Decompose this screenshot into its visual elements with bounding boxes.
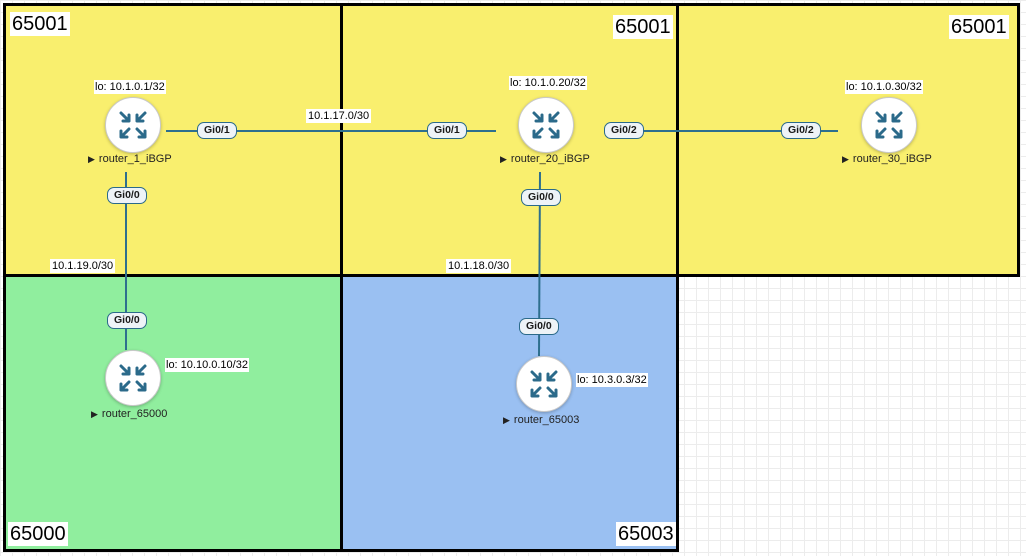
iface-r65000-gi0-0[interactable]: Gi0/0 [107,312,147,329]
router-1-node[interactable] [105,97,161,153]
triangle-right-icon: ▶ [503,415,510,425]
as-label-65001-right: 65001 [949,15,1009,39]
as-label-65000: 65000 [8,522,68,546]
iface-r30-gi0-2[interactable]: Gi0/2 [781,122,821,139]
router-65000-name-text: router_65000 [101,408,168,420]
router-arrows-icon [119,364,147,392]
iface-r20-gi0-0[interactable]: Gi0/0 [521,189,561,206]
router-65000-loopback: lo: 10.10.0.10/32 [165,358,249,372]
as-label-65001-left: 65001 [10,12,70,36]
triangle-right-icon: ▶ [91,409,98,419]
triangle-right-icon: ▶ [88,154,95,164]
router-arrows-icon [530,370,558,398]
router-arrows-icon [532,111,560,139]
subnet-r1-r20: 10.1.17.0/30 [306,109,372,123]
iface-r65003-gi0-0[interactable]: Gi0/0 [519,318,559,335]
as-zone-65001-right [676,3,1020,277]
router-65000-node[interactable] [105,350,161,406]
triangle-right-icon: ▶ [842,154,849,164]
router-65003-name-text: router_65003 [513,414,580,426]
router-65003-name[interactable]: ▶router_65003 [503,414,579,426]
router-20-loopback: lo: 10.1.0.20/32 [509,76,587,90]
subnet-r1-r65000: 10.1.19.0/30 [50,259,116,273]
router-30-node[interactable] [861,97,917,153]
router-20-node[interactable] [518,97,574,153]
as-zone-65001-left [3,3,343,277]
iface-r20-gi0-1[interactable]: Gi0/1 [427,122,467,139]
triangle-right-icon: ▶ [500,154,507,164]
iface-r1-gi0-1[interactable]: Gi0/1 [197,122,237,139]
as-label-65003: 65003 [616,522,676,546]
router-1-name[interactable]: ▶router_1_iBGP [88,153,172,165]
router-65000-name[interactable]: ▶router_65000 [91,408,167,420]
router-20-name-text: router_20_iBGP [510,153,590,165]
router-20-name[interactable]: ▶router_20_iBGP [500,153,590,165]
router-30-name-text: router_30_iBGP [852,153,932,165]
router-1-loopback: lo: 10.1.0.1/32 [94,80,166,94]
router-30-loopback: lo: 10.1.0.30/32 [845,80,923,94]
iface-r1-gi0-0[interactable]: Gi0/0 [107,187,147,204]
iface-r20-gi0-2[interactable]: Gi0/2 [604,122,644,139]
as-zone-65001-middle [340,3,679,277]
subnet-r20-r65003: 10.1.18.0/30 [446,259,512,273]
as-label-65001-middle: 65001 [613,15,673,39]
router-arrows-icon [119,111,147,139]
router-arrows-icon [875,111,903,139]
router-65003-node[interactable] [516,356,572,412]
router-30-name[interactable]: ▶router_30_iBGP [842,153,932,165]
as-zone-65003 [340,274,679,552]
router-65003-loopback: lo: 10.3.0.3/32 [576,373,648,387]
router-1-name-text: router_1_iBGP [98,153,172,165]
